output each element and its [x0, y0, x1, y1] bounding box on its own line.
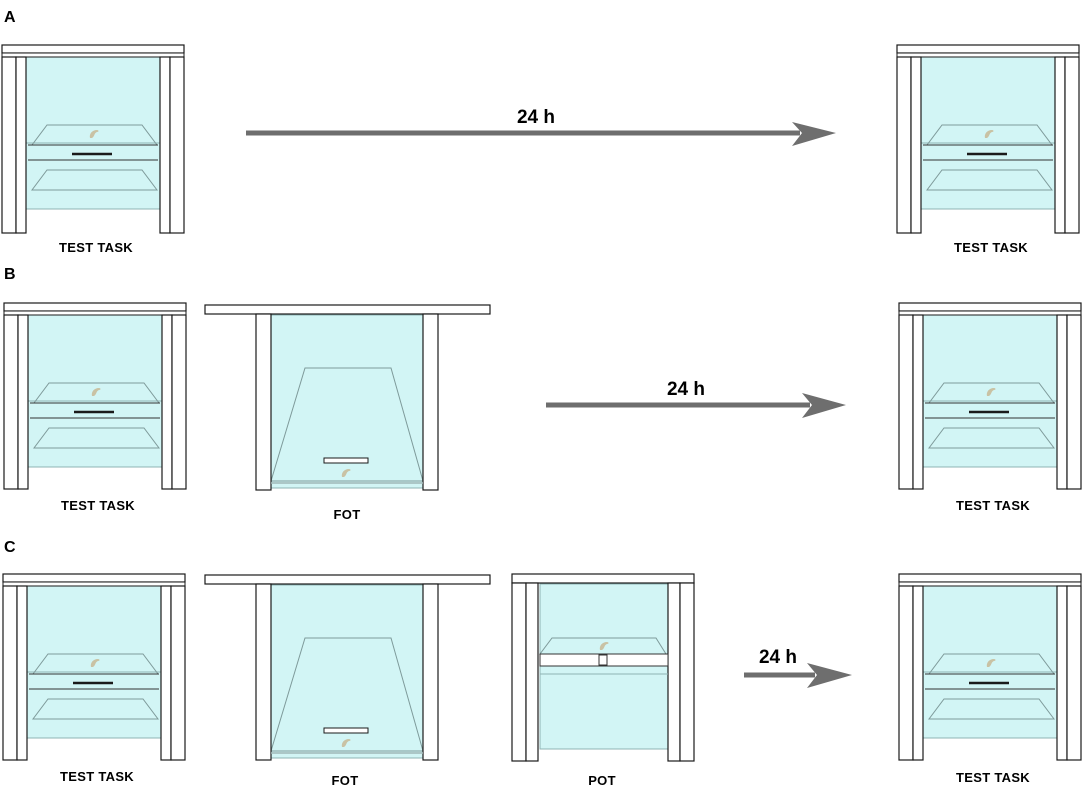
duration-label: 24 h: [759, 647, 797, 668]
apparatus-caption: TEST TASK: [956, 770, 1030, 785]
test-task-apparatus: [1, 44, 185, 234]
panel-b: B TEST TASK FOT: [3, 266, 1082, 522]
apparatus-caption: FOT: [332, 773, 359, 787]
test-task-apparatus: [898, 573, 1082, 761]
panel-label-b: B: [4, 266, 16, 283]
arrow: [744, 663, 852, 688]
test-task-apparatus: [898, 302, 1082, 490]
panel-a: A TEST TASK 24 h: [1, 9, 1080, 255]
panel-label-c: C: [4, 539, 16, 556]
apparatus-caption: FOT: [334, 507, 361, 522]
panel-c: C TEST TASK FOT: [2, 539, 1082, 787]
apparatus-caption: TEST TASK: [60, 769, 134, 784]
arrow: [546, 393, 846, 418]
apparatus-caption: TEST TASK: [954, 240, 1028, 255]
test-task-apparatus: [3, 302, 187, 490]
apparatus-caption: TEST TASK: [61, 498, 135, 513]
duration-label: 24 h: [517, 107, 555, 128]
pot-apparatus: [511, 573, 695, 762]
apparatus-caption: POT: [588, 773, 616, 787]
test-task-apparatus: [896, 44, 1080, 234]
panel-label-a: A: [4, 9, 16, 26]
fot-apparatus: [204, 304, 491, 491]
arrow: [246, 122, 836, 146]
apparatus-caption: TEST TASK: [956, 498, 1030, 513]
duration-label: 24 h: [667, 379, 705, 400]
apparatus-caption: TEST TASK: [59, 240, 133, 255]
fot-apparatus: [204, 574, 491, 761]
test-task-apparatus: [2, 573, 186, 761]
